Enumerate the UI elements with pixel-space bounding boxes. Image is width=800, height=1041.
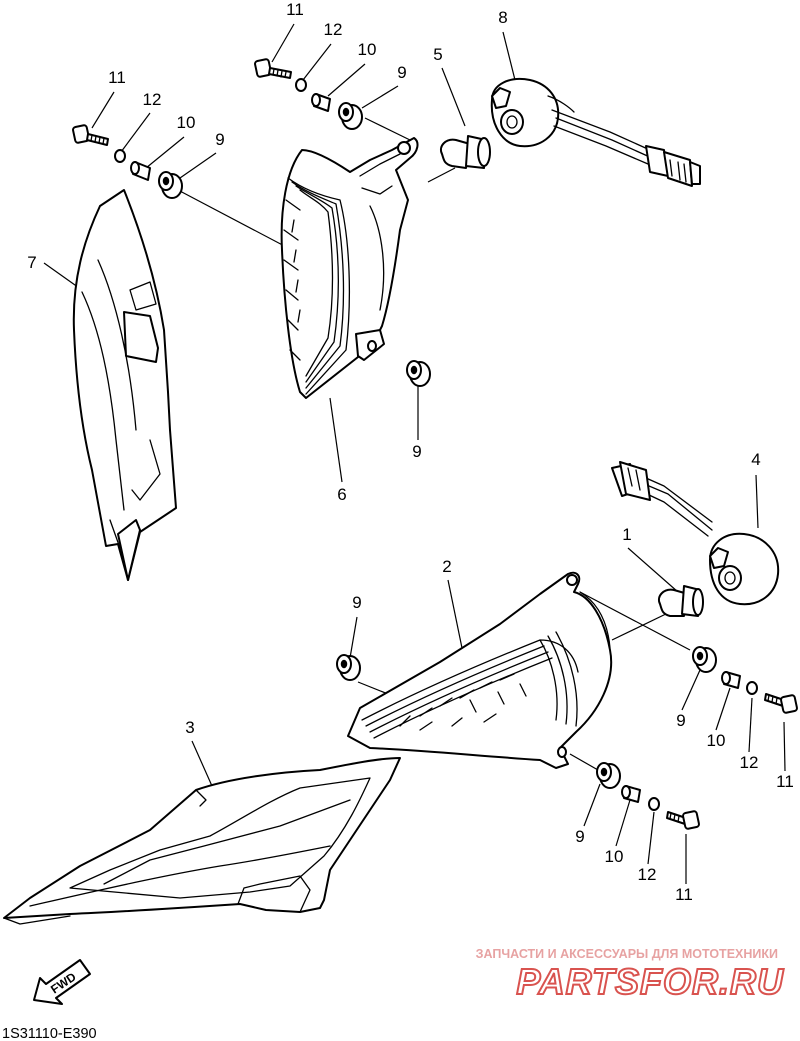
callout-2-c2: 2	[442, 557, 451, 576]
callout-11-c11b: 11	[108, 68, 126, 87]
callout-3-c3: 3	[185, 718, 194, 737]
bulb-5	[440, 135, 491, 169]
grommet-9-lower-a	[692, 646, 717, 673]
fwd-arrow-icon: FWD	[33, 959, 91, 1005]
socket-8-with-wiring	[490, 78, 701, 187]
lens-cover-7	[72, 189, 177, 581]
callout-12-c12b: 12	[143, 90, 162, 109]
watermark: ЗАПЧАСТИ И АКСЕССУАРЫ ДЛЯ МОТОТЕХНИКИ PA…	[476, 947, 784, 1003]
callout-9-c9c: 9	[412, 442, 421, 461]
callout-1-c1: 1	[622, 525, 631, 544]
lower-right-fasteners-row1	[692, 646, 798, 714]
grommet-9-lower-b	[596, 762, 621, 789]
callout-12-c12a: 12	[324, 20, 343, 39]
callout-9-c9b: 9	[215, 130, 224, 149]
collar-10-lower-b	[621, 785, 641, 803]
callout-11-c11d: 11	[675, 885, 693, 904]
watermark-brand: PARTSFOR.RU	[516, 961, 784, 1002]
collar-10-lower-a	[721, 671, 741, 689]
screw-11-upper	[254, 58, 292, 79]
lens-cover-3	[3, 757, 401, 925]
callout-11-c11a: 11	[286, 0, 304, 19]
screw-11-lower-a	[764, 693, 798, 714]
callout-4-c4: 4	[751, 450, 760, 469]
lamp-body-6	[280, 137, 419, 399]
callout-9-c9f: 9	[575, 827, 584, 846]
upper-left-fasteners	[72, 124, 183, 199]
callout-10-c10c: 10	[707, 731, 726, 750]
socket-4-with-wiring	[611, 461, 780, 606]
callout-11-c11c: 11	[776, 772, 794, 791]
collar-10-left	[130, 161, 151, 181]
watermark-tagline: ЗАПЧАСТИ И АКСЕССУАРЫ ДЛЯ МОТОТЕХНИКИ	[476, 947, 778, 961]
callout-12-c12c: 12	[740, 753, 759, 772]
callout-6-c6: 6	[337, 485, 346, 504]
callout-10-c10b: 10	[177, 113, 196, 132]
callout-9-c9e: 9	[676, 711, 685, 730]
washer-12-lower-b	[648, 797, 660, 811]
callout-10-c10a: 10	[358, 40, 377, 59]
grommet-9-left	[158, 171, 183, 199]
grommet-9-lamp6	[406, 360, 431, 387]
screw-11-left	[72, 124, 109, 146]
screw-11-lower-b	[666, 810, 700, 830]
collar-10-upper	[311, 93, 331, 112]
callout-5-c5: 5	[433, 45, 442, 64]
callout-12-c12d: 12	[638, 865, 657, 884]
bulb-1	[658, 585, 704, 617]
callout-10-c10d: 10	[605, 847, 624, 866]
washer-12-left	[114, 149, 126, 163]
callout-8-c8: 8	[498, 8, 507, 27]
lower-right-fasteners-row2	[596, 762, 700, 830]
diagram-code: 1S31110-E390	[2, 1026, 97, 1041]
leader-lines	[43, 23, 786, 884]
callout-9-c9d: 9	[352, 593, 361, 612]
lamp-body-2	[347, 571, 613, 769]
grommet-9-upper	[338, 102, 363, 130]
upper-right-fasteners	[254, 58, 363, 130]
washer-12-upper	[295, 78, 307, 92]
callout-9-c9a: 9	[397, 63, 406, 82]
grommet-9-lamp2-left	[336, 654, 361, 681]
callout-7-c7: 7	[27, 253, 36, 272]
washer-12-lower-a	[746, 681, 758, 695]
